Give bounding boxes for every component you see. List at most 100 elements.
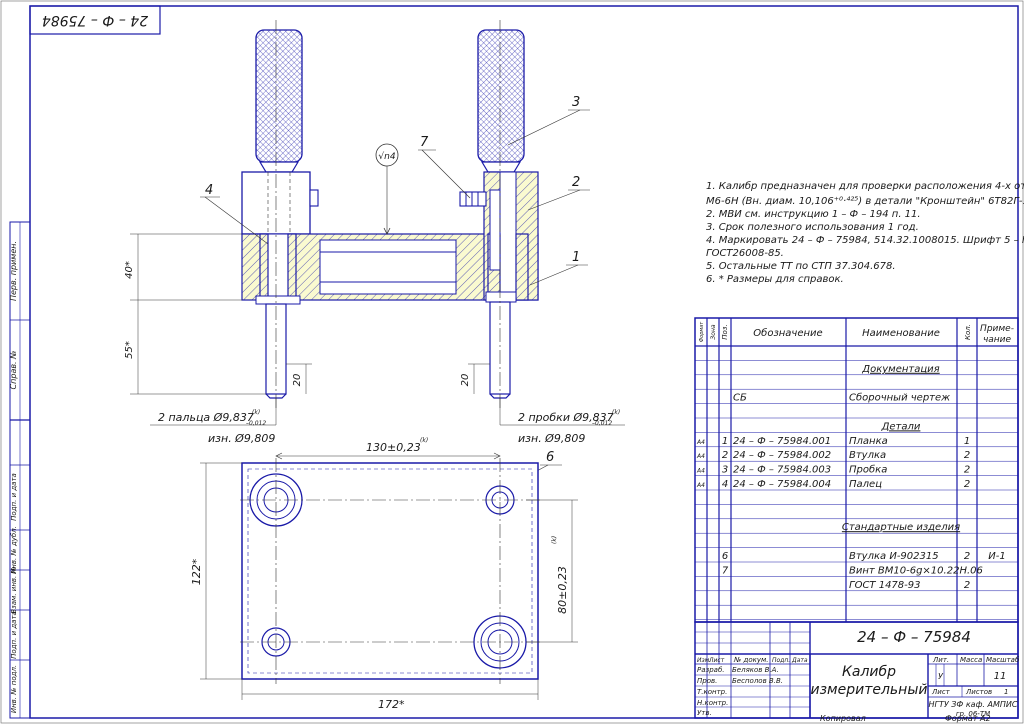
- dim-80-k: (k): [551, 536, 558, 544]
- spec-table: Формат Зона Поз. Обозначение Наименовани…: [694, 317, 1019, 623]
- spec-cell-format: А4: [696, 468, 705, 475]
- tb-list: Лист: [708, 657, 725, 664]
- spec-cell-qty: 2: [964, 450, 970, 461]
- spec-header-name: Наименование: [862, 328, 940, 339]
- spec-cell-qty: 2: [964, 479, 970, 490]
- spec-cell-format: А4: [696, 453, 705, 460]
- dim-20-left: 20: [292, 374, 303, 387]
- spec-cell-designation: 24 – Ф – 75984.001: [733, 436, 831, 447]
- spec-header-pos: Поз.: [721, 324, 729, 340]
- tb-razrab: Разраб.: [697, 666, 725, 674]
- dim-40: 40*: [124, 261, 135, 279]
- spec-cell-name: Планка: [849, 436, 888, 447]
- tb-prov-name: Бесполов В.В.: [732, 677, 783, 685]
- spec-cell-note: И-1: [988, 551, 1005, 562]
- left-handle-knurl: [255, 29, 303, 163]
- copied-label: Копировал: [820, 714, 866, 723]
- tb-utv: Утв.: [697, 709, 712, 717]
- callouts: 4 7 3 2 1 6: [200, 95, 590, 481]
- spec-cell-qty: 1: [964, 436, 970, 447]
- note-line-1: 1. Калибр предназначен для проверки расп…: [706, 180, 1024, 192]
- dim-fingers-wear: изн. Ø9,809: [208, 432, 275, 445]
- tb-tkontr: Т.контр.: [697, 688, 727, 696]
- spec-row: А4 2 24 – Ф – 75984.002 Втулка 2: [696, 450, 970, 461]
- spec-cell-designation: 24 – Ф – 75984.004: [733, 479, 831, 490]
- spec-cell-designation: СБ: [733, 393, 747, 404]
- spec-cell-pos: 4: [722, 479, 728, 490]
- roughness-text: √n4: [378, 151, 395, 162]
- tb-sheet: Лист: [931, 688, 951, 696]
- tb-izm: Изм.: [697, 657, 711, 664]
- spec-cell-designation: 24 – Ф – 75984.002: [733, 450, 831, 461]
- dim-probes-tol: –0,012: [592, 420, 612, 427]
- tb-podp: Подп.: [772, 657, 790, 664]
- dim-80: 80±0,23: [556, 566, 569, 614]
- side-strip: Перв. примен. Справ. № Подп. и дата Инв.…: [9, 221, 31, 719]
- spec-cell-format: А4: [696, 439, 705, 446]
- top-dimensions: 130±0,23 (k) 80±0,23 (k) 122* 172*: [190, 437, 578, 711]
- tb-prov: Пров.: [697, 677, 717, 685]
- spec-cell-name: Документация: [861, 364, 939, 375]
- callout-3: 3: [572, 95, 580, 110]
- dim-fingers-tol: –0,012: [246, 420, 266, 427]
- spec-cell-pos: 2: [722, 450, 728, 461]
- tb-title-1: Калибр: [842, 664, 896, 680]
- spec-cell-name: Втулка И-902315: [849, 551, 939, 562]
- spec-cell-name: Втулка: [849, 450, 886, 461]
- spec-header-note-1: Приме-: [980, 324, 1014, 334]
- tb-mass: Масса: [960, 656, 982, 664]
- tb-date: Дата: [791, 657, 808, 664]
- front-dimensions: 40* 55* 20 20 2 пальца Ø9,837 –0,012 (k)…: [124, 233, 625, 445]
- tb-sheets: Листов: [965, 688, 992, 696]
- callout-2: 2: [572, 175, 580, 190]
- tb-sheets-val: 1: [1004, 688, 1008, 696]
- side-label-podl: Инв. № подл.: [10, 665, 18, 713]
- spec-cell-pos: 1: [722, 436, 728, 447]
- note-line-5: 4. Маркировать 24 – Ф – 75984, 514.32.10…: [706, 235, 1024, 246]
- spec-cell-pos: 7: [722, 565, 729, 576]
- note-line-3: 2. МВИ см. инструкцию 1 – Ф – 194 п. 11.: [706, 209, 921, 220]
- dim-130-k: (k): [420, 437, 428, 444]
- spec-cell-pos: 3: [722, 465, 728, 476]
- spec-header-zone: Зона: [710, 324, 717, 339]
- spec-cell-qty: 2: [964, 580, 970, 591]
- tb-scale: Масштаб: [986, 656, 1020, 664]
- side-label-vzam: Взам. инв. №: [10, 566, 18, 614]
- spec-header-qty: Кол.: [964, 324, 972, 340]
- tb-razrab-name: Беляков В.А.: [732, 666, 779, 674]
- spec-header-format: Формат: [699, 321, 705, 342]
- side-label-dubl: Инв. № дубл.: [10, 526, 18, 574]
- note-line-4: 3. Срок полезного использования 1 год.: [706, 222, 919, 233]
- spec-cell-format: А4: [696, 482, 705, 489]
- roughness-symbol: √n4: [375, 143, 399, 235]
- side-label-podp2: Подп. и дата: [10, 611, 18, 659]
- code-rotated-text: 24 – Ф – 75984: [42, 12, 148, 28]
- dim-fingers-k: (k): [252, 409, 260, 416]
- note-line-2: М6-6Н (Вн. диам. 10,106⁺⁰·⁴²⁵) в детали …: [706, 195, 1024, 207]
- spec-row: А4 1 24 – Ф – 75984.001 Планка 1: [696, 436, 970, 447]
- note-line-8: 6. * Размеры для справок.: [706, 274, 844, 285]
- spec-cell-designation: 24 – Ф – 75984.003: [733, 465, 831, 476]
- tb-code: 24 – Ф – 75984: [857, 628, 971, 646]
- spec-cell-name: Сборочный чертеж: [849, 392, 950, 404]
- front-view: [241, 20, 539, 410]
- dim-fingers: 2 пальца Ø9,837: [158, 411, 254, 424]
- tb-title-2: измерительный: [811, 682, 928, 698]
- dim-probes-k: (k): [612, 409, 620, 416]
- spec-row: СБ Сборочный чертеж: [733, 392, 950, 404]
- tb-lit-val: У: [938, 672, 944, 681]
- dim-probes-wear: изн. Ø9,809: [518, 432, 585, 445]
- spec-cell-qty: 2: [964, 465, 970, 476]
- right-handle-knurl: [477, 29, 525, 163]
- spec-row: Стандартные изделия: [842, 522, 960, 533]
- spec-header-note-2: чание: [983, 335, 1012, 345]
- callout-4: 4: [205, 183, 213, 198]
- side-label-podp1: Подп. и дата: [10, 473, 18, 521]
- dim-130: 130±0,23: [366, 441, 421, 454]
